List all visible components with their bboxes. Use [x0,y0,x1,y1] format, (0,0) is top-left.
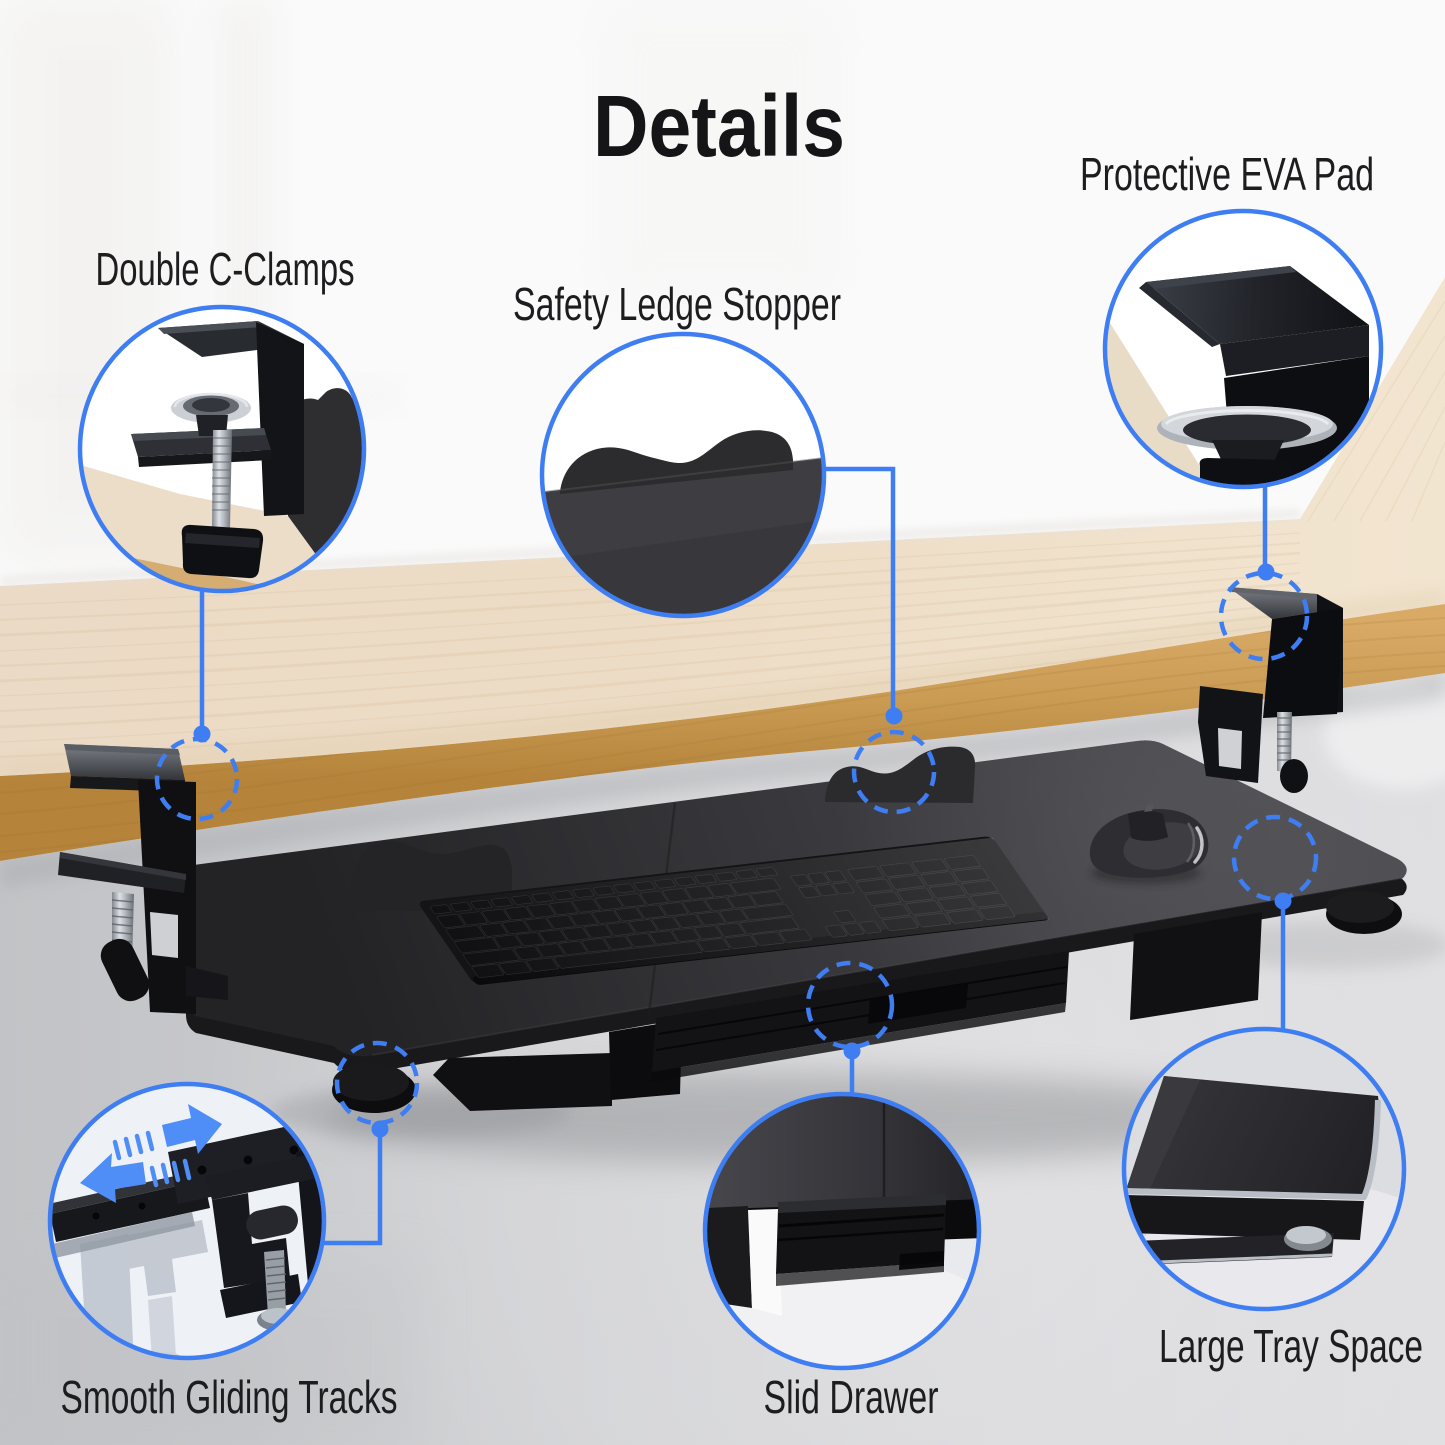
svg-text:Safety Ledge Stopper: Safety Ledge Stopper [513,278,841,330]
svg-text:Smooth Gliding Tracks: Smooth Gliding Tracks [61,1371,398,1423]
svg-text:Double C-Clamps: Double C-Clamps [96,243,355,295]
svg-text:Details: Details [593,78,845,175]
svg-text:Slid Drawer: Slid Drawer [764,1371,939,1423]
svg-text:Large Tray Space: Large Tray Space [1159,1320,1423,1372]
svg-text:Protective EVA Pad: Protective EVA Pad [1080,148,1374,200]
